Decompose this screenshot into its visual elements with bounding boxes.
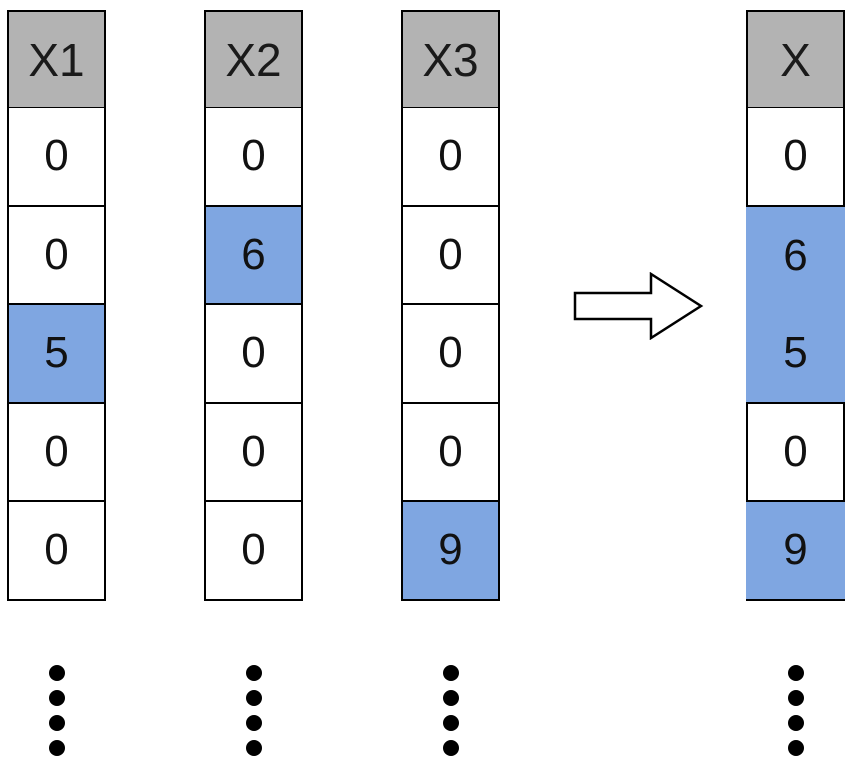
vector-column-x3: X3 0 0 0 0 9	[401, 10, 500, 601]
vertical-ellipsis-icon	[7, 665, 106, 756]
vector-cell: 0	[7, 403, 106, 502]
vector-cell: 0	[746, 403, 845, 502]
vector-cell: 0	[7, 108, 106, 207]
vector-column-x: X 0 6 5 0 9	[746, 10, 845, 601]
vector-cell: 0	[204, 403, 303, 502]
vector-cell-highlighted: 6	[204, 206, 303, 305]
vector-header-x3: X3	[401, 10, 500, 108]
vector-column-x1: X1 0 0 5 0 0	[7, 10, 106, 601]
vector-header-x1: X1	[7, 10, 106, 108]
vector-cell: 0	[401, 206, 500, 305]
vector-header-x2: X2	[204, 10, 303, 108]
vector-cell: 0	[7, 206, 106, 305]
vector-cell-highlighted: 9	[746, 502, 845, 601]
vertical-ellipsis-icon	[204, 665, 303, 756]
vector-cell-highlighted: 5	[7, 305, 106, 404]
vector-cell-highlighted: 5	[746, 305, 845, 404]
vector-cell-highlighted: 9	[401, 502, 500, 601]
vector-cell: 0	[204, 305, 303, 404]
vertical-ellipsis-icon	[401, 665, 500, 756]
vector-cell: 0	[401, 108, 500, 207]
vector-cell: 0	[401, 305, 500, 404]
vector-cell: 0	[7, 502, 106, 601]
vector-header-x: X	[746, 10, 845, 108]
vertical-ellipsis-icon	[746, 665, 845, 756]
right-arrow-icon	[573, 271, 705, 345]
vector-cell: 0	[746, 108, 845, 207]
vector-column-x2: X2 0 6 0 0 0	[204, 10, 303, 601]
vector-cell: 0	[401, 403, 500, 502]
vector-cell: 0	[204, 502, 303, 601]
vector-cell-highlighted: 6	[746, 206, 845, 305]
vector-cell: 0	[204, 108, 303, 207]
